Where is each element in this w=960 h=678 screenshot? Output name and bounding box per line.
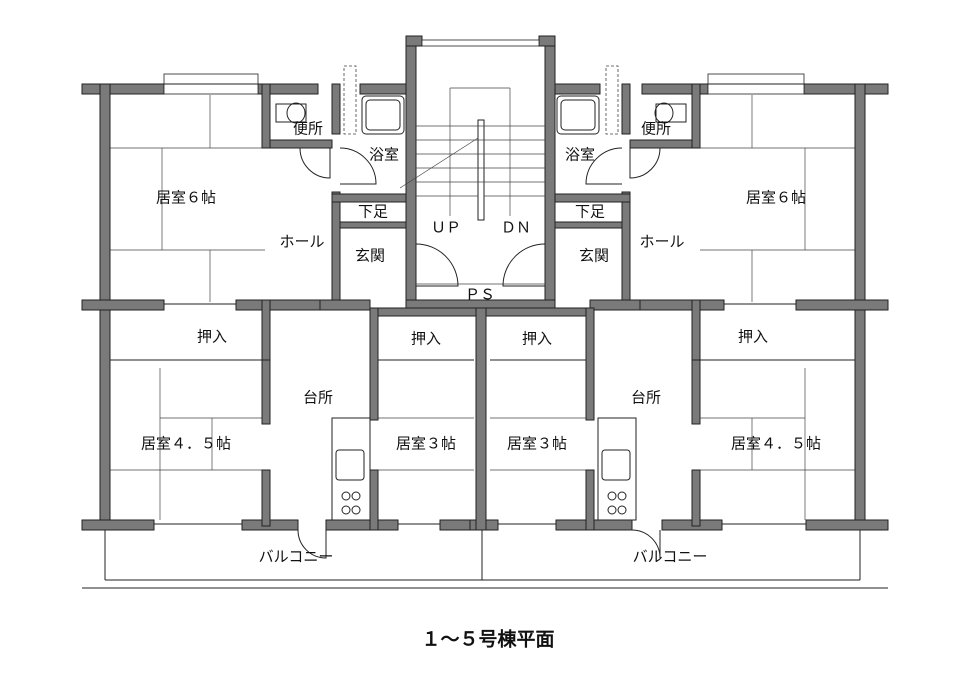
hall-label-left: ホール xyxy=(279,233,324,251)
staircase xyxy=(399,87,545,285)
toilet-label-left: 便所 xyxy=(293,120,323,138)
bath-label-right: 浴室 xyxy=(565,146,595,164)
living-6jo-label-right: 居室６帖 xyxy=(746,189,806,207)
room-labels: 便所 便所 浴室 浴室 居室６帖 居室６帖 下足 下足 ホール ホール 玄関 玄… xyxy=(141,120,821,566)
closet-label-1: 押入 xyxy=(197,328,227,346)
shoe-area-label-right: 下足 xyxy=(575,203,605,221)
kitchen-label-right: 台所 xyxy=(631,389,661,407)
shoe-area-label-left: 下足 xyxy=(358,203,388,221)
toilet-label-right: 便所 xyxy=(641,120,671,138)
balcony-outline xyxy=(82,530,888,589)
stair-down-label: ＤＮ xyxy=(501,219,531,237)
entrance-label-right: 玄関 xyxy=(579,247,609,265)
balcony-label-right: バルコニー xyxy=(633,548,708,566)
stair-up-label: ＵＰ xyxy=(431,219,461,237)
closet-label-3: 押入 xyxy=(522,330,552,348)
fixtures xyxy=(275,65,687,521)
doors xyxy=(297,147,661,559)
windows xyxy=(154,39,806,525)
closet-label-2: 押入 xyxy=(411,330,441,348)
living-4-5jo-label-right: 居室４．５帖 xyxy=(731,435,821,453)
plan-title: １～５号棟平面 xyxy=(421,628,554,651)
hall-label-right: ホール xyxy=(639,233,684,251)
living-3jo-label-right: 居室３帖 xyxy=(507,435,567,453)
living-6jo-label-left: 居室６帖 xyxy=(156,189,216,207)
living-3jo-label-left: 居室３帖 xyxy=(396,435,456,453)
kitchen-label-left: 台所 xyxy=(303,389,333,407)
pipe-shaft-label: ＰＳ xyxy=(465,286,495,304)
walls xyxy=(81,35,889,531)
closet-label-4: 押入 xyxy=(738,328,768,346)
living-4-5jo-label-left: 居室４．５帖 xyxy=(141,435,231,453)
balcony-label-left: バルコニー xyxy=(259,548,334,566)
entrance-label-left: 玄関 xyxy=(355,247,385,265)
tatami-lines xyxy=(110,95,855,520)
bath-label-left: 浴室 xyxy=(369,146,399,164)
